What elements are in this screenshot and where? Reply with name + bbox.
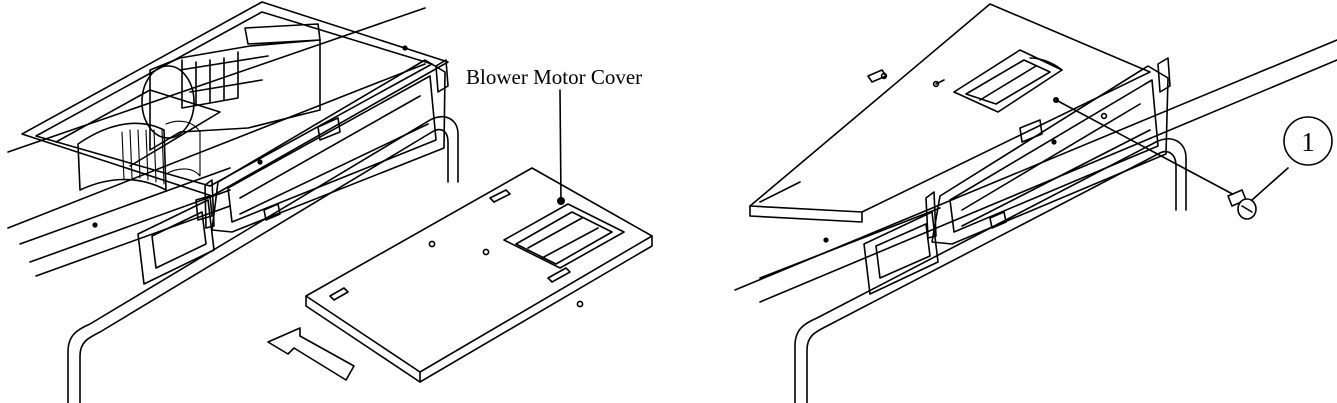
- cabinet-rim-right: [794, 138, 1187, 403]
- left-assembly-view: Blower Motor Cover: [7, 1, 653, 403]
- arrow-up-right-icon: [267, 327, 355, 381]
- front-bezel-right: [925, 57, 1171, 245]
- callout-number: 1: [1301, 127, 1315, 157]
- cabinet-rail: [7, 7, 426, 277]
- lower-panel-right: [863, 211, 939, 295]
- callout-balloon: [1251, 116, 1333, 201]
- blower-motor-cover: [305, 167, 653, 383]
- cabinet-rim: [67, 116, 459, 403]
- front-bezel: [204, 59, 449, 233]
- installed-cover: [749, 3, 1151, 223]
- screw-leader-line: [1053, 97, 1241, 199]
- cover-leader-line: [559, 89, 562, 202]
- cabinet-rail-right: [734, 39, 1337, 303]
- blower-motor-cover-label: Blower Motor Cover: [466, 65, 642, 89]
- blower-motor: [77, 23, 321, 191]
- right-assembly-view: 1: [734, 3, 1337, 403]
- screw-icon: [1227, 189, 1257, 220]
